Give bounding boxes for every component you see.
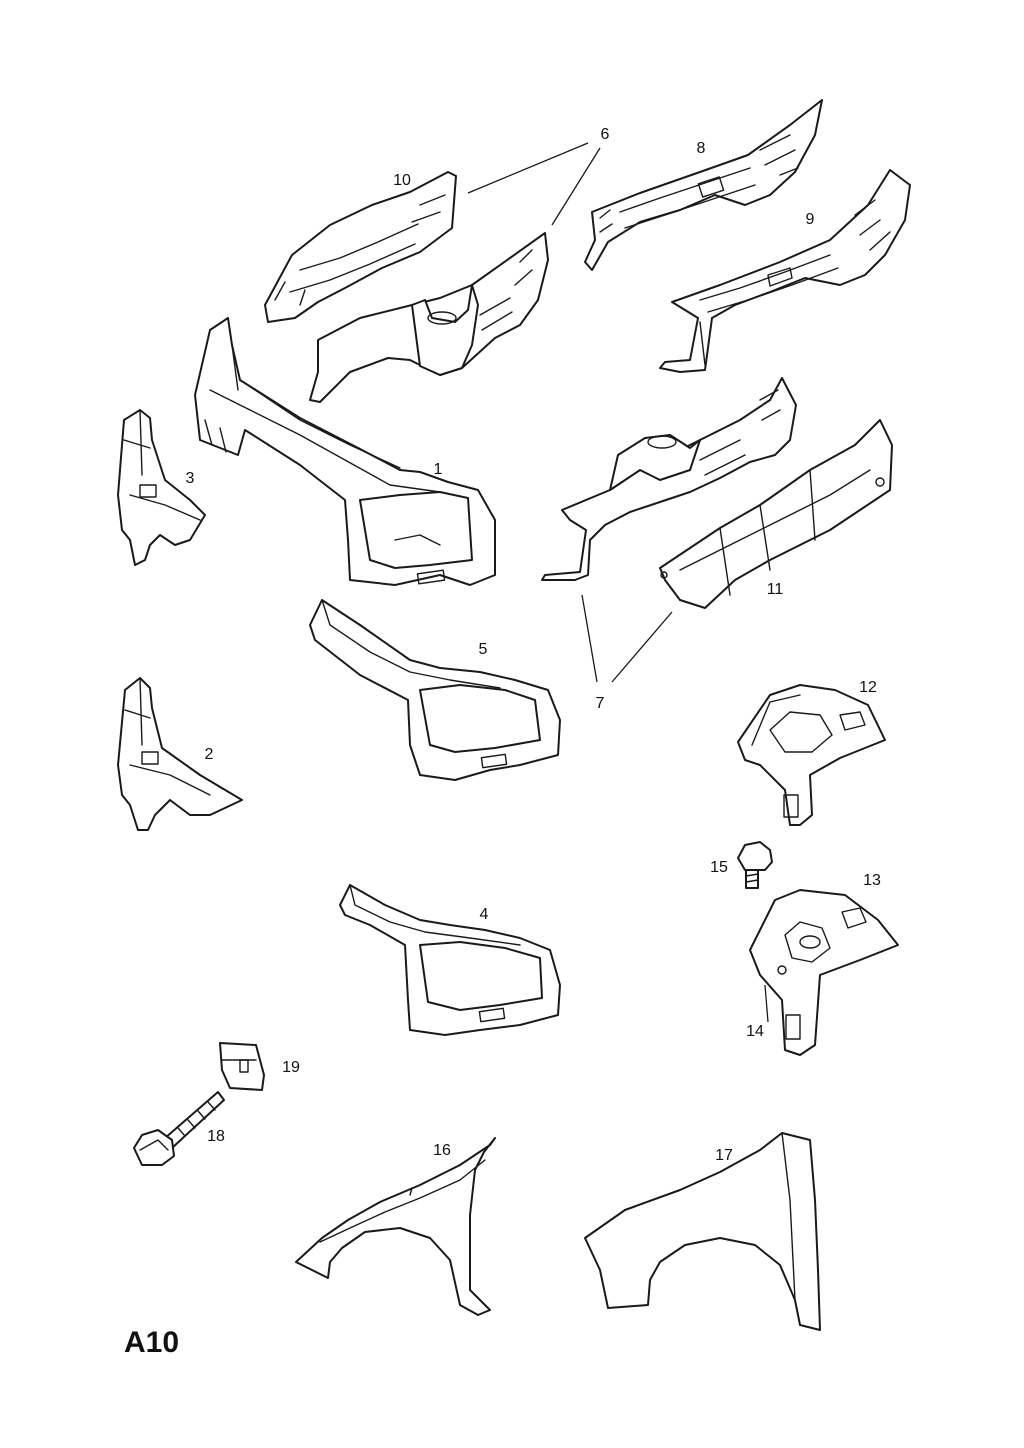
part-3-support-bracket xyxy=(117,409,206,566)
callout-4: 4 xyxy=(480,906,489,923)
part-4-panel-section xyxy=(339,884,561,1036)
callout-6: 6 xyxy=(601,126,610,143)
part-18-screw xyxy=(133,1091,225,1166)
callout-19: 19 xyxy=(282,1059,300,1076)
part-15-bolt xyxy=(737,841,773,889)
part-2-support-bracket xyxy=(117,677,243,831)
callout-17: 17 xyxy=(715,1147,733,1164)
part-12-mounting-bracket xyxy=(737,684,886,826)
callout-14: 14 xyxy=(746,1023,764,1040)
callout-18: 18 xyxy=(207,1128,225,1145)
callout-5: 5 xyxy=(479,641,488,658)
part-5-panel-section xyxy=(309,599,561,781)
callout-2: 2 xyxy=(205,746,214,763)
part-6-wheelhouse-upper xyxy=(309,232,549,403)
part-1-front-panel xyxy=(194,317,496,586)
page-code: A10 xyxy=(124,1326,179,1359)
callout-7: 7 xyxy=(596,695,605,712)
part-17-fender xyxy=(584,1132,821,1331)
callout-1: 1 xyxy=(434,461,443,478)
part-8-wheelhouse xyxy=(584,99,823,271)
callout-12: 12 xyxy=(859,679,877,696)
callout-16: 16 xyxy=(433,1142,451,1159)
callout-10: 10 xyxy=(393,172,411,189)
callout-13: 13 xyxy=(863,872,881,889)
part-16-fender xyxy=(295,1137,496,1316)
part-19-clip-nut xyxy=(219,1042,265,1091)
callout-8: 8 xyxy=(697,140,706,157)
part-11-side-member xyxy=(659,419,893,609)
callout-3: 3 xyxy=(186,470,195,487)
part-9-wheelhouse xyxy=(659,169,911,373)
part-7-wheelhouse-lower xyxy=(541,377,797,581)
part-10-front-member xyxy=(264,171,457,323)
part-13-mounting-bracket xyxy=(749,889,899,1056)
callout-15: 15 xyxy=(710,859,728,876)
callout-labels: 1 2 3 4 5 6 7 8 9 10 11 12 13 14 15 16 1… xyxy=(186,126,881,1164)
callout-11: 11 xyxy=(767,581,784,598)
leader-lines xyxy=(467,142,769,1023)
callout-9: 9 xyxy=(806,211,815,228)
